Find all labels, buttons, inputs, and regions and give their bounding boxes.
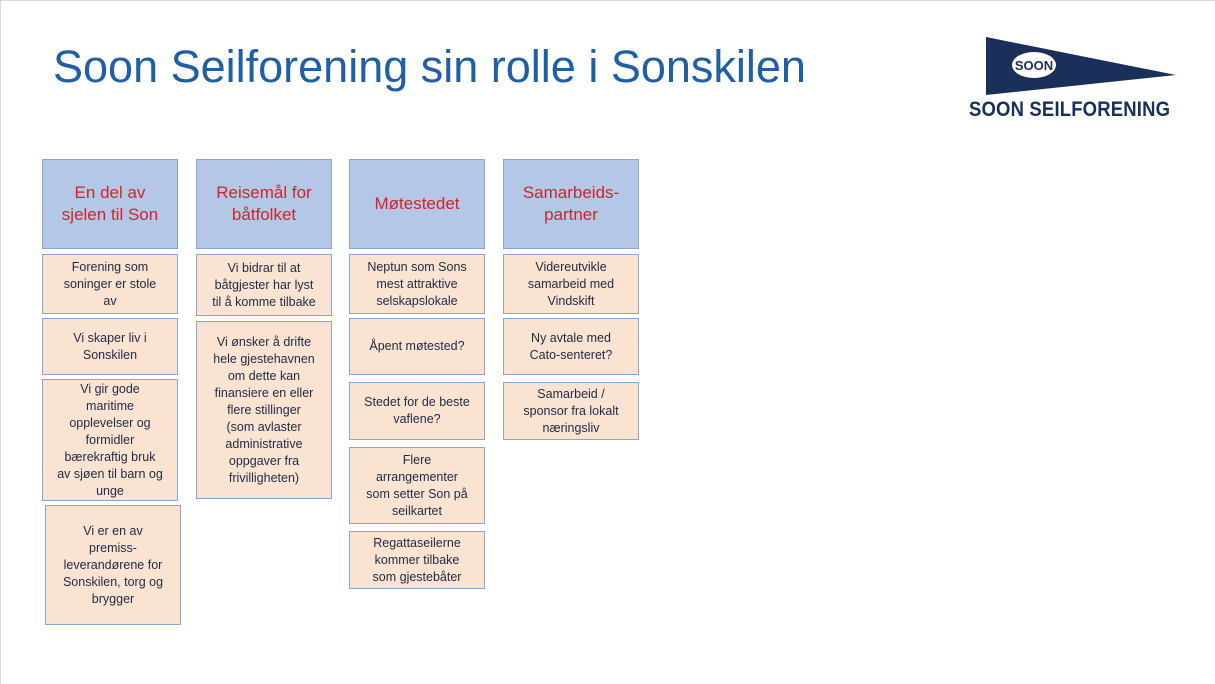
list-item: Ny avtale med Cato-senteret?: [503, 318, 639, 375]
list-item: Forening som soninger er stole av: [42, 254, 178, 314]
logo-badge-text: SOON: [1015, 58, 1053, 73]
soon-pennant-logo: SOON: [986, 37, 1176, 95]
list-item: Stedet for de beste vaflene?: [349, 382, 485, 440]
logo-name: SOON SEILFORENING: [969, 98, 1171, 121]
list-item: Flere arrangementer som setter Son på se…: [349, 447, 485, 524]
list-item: Samarbeid / sponsor fra lokalt næringsli…: [503, 382, 639, 440]
slide-title: Soon Seilforening sin rolle i Sonskilen: [53, 41, 806, 92]
list-item: Vi ønsker å drifte hele gjestehavnen om …: [196, 321, 332, 499]
column-heading: Møtestedet: [349, 159, 485, 249]
list-item: Åpent møtested?: [349, 318, 485, 375]
list-item: Vi er en av premiss- leverandørene for S…: [45, 505, 181, 625]
list-item: Videreutvikle samarbeid med Vindskift: [503, 254, 639, 314]
column-heading: Reisemål for båtfolket: [196, 159, 332, 249]
column-heading: Samarbeids- partner: [503, 159, 639, 249]
list-item: Neptun som Sons mest attraktive selskaps…: [349, 254, 485, 314]
column-heading: En del av sjelen til Son: [42, 159, 178, 249]
list-item: Vi gir gode maritime opplevelser og form…: [42, 379, 178, 501]
list-item: Vi bidrar til at båtgjester har lyst til…: [196, 254, 332, 316]
list-item: Vi skaper liv i Sonskilen: [42, 318, 178, 375]
list-item: Regattaseilerne kommer tilbake som gjest…: [349, 531, 485, 589]
